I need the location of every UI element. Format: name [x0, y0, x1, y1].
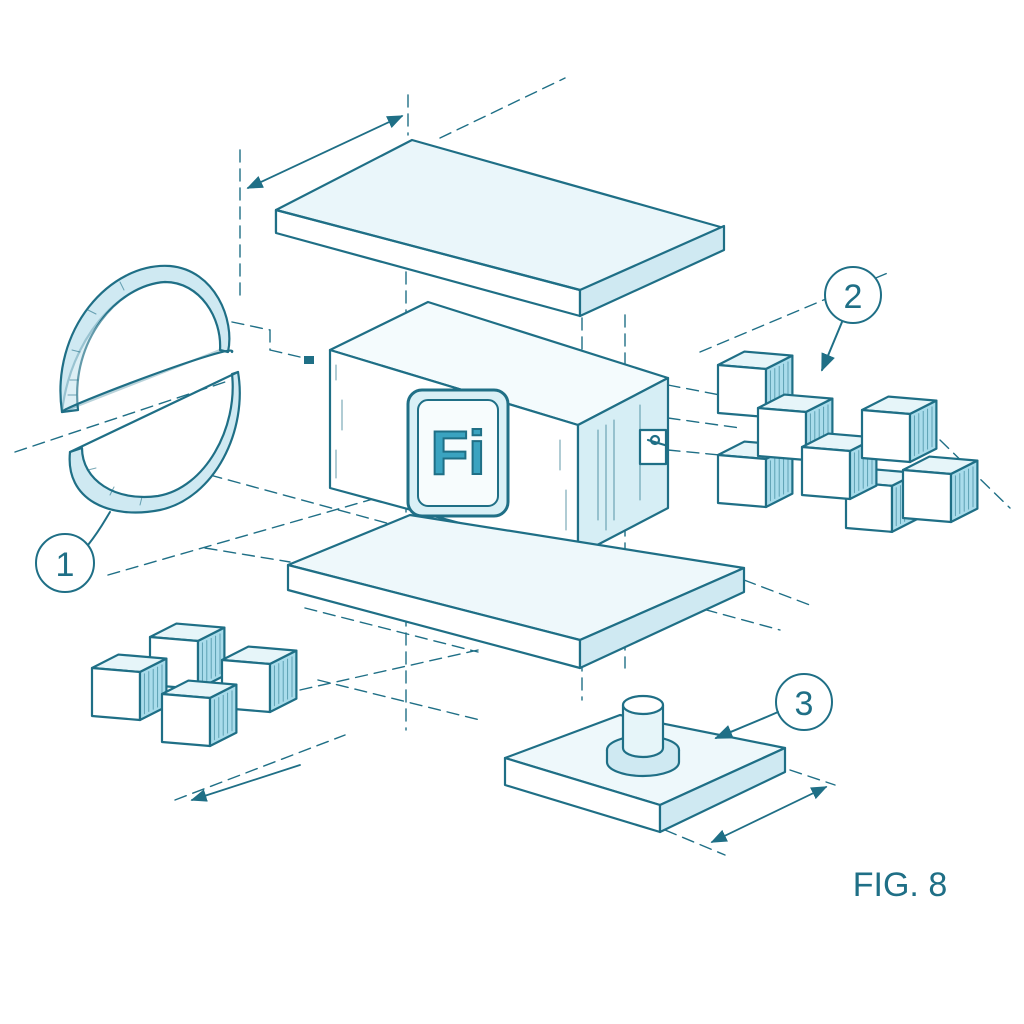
cube-cluster-right	[716, 350, 979, 533]
top-plate	[274, 138, 726, 318]
connector-stub	[638, 428, 668, 466]
callout-1: 1	[35, 511, 111, 593]
bottom-plate	[286, 513, 746, 670]
base-plate	[503, 694, 787, 834]
dimension-arrows	[190, 115, 828, 843]
dimension-arrow-bottom-right	[710, 786, 828, 843]
callout-2: 2	[821, 266, 882, 372]
cube	[860, 395, 938, 464]
cube	[901, 455, 979, 524]
callout-1-label: 1	[56, 546, 75, 584]
fi-logo-icon: Fi	[406, 388, 510, 518]
cube	[160, 679, 238, 748]
figure-label: FIG. 8	[853, 866, 947, 904]
base-knob	[605, 694, 681, 778]
dimension-arrow-top	[246, 115, 404, 189]
cube-cluster-left	[90, 622, 298, 748]
logo-text: Fi	[430, 419, 485, 488]
callout-3: 3	[714, 673, 833, 739]
dimension-arrow-bottom-left	[190, 764, 301, 802]
split-disc	[59, 264, 241, 514]
callout-2-label: 2	[844, 278, 863, 316]
cube	[716, 440, 794, 509]
cube	[90, 653, 168, 722]
callout-3-label: 3	[795, 685, 814, 723]
cube	[800, 432, 878, 501]
